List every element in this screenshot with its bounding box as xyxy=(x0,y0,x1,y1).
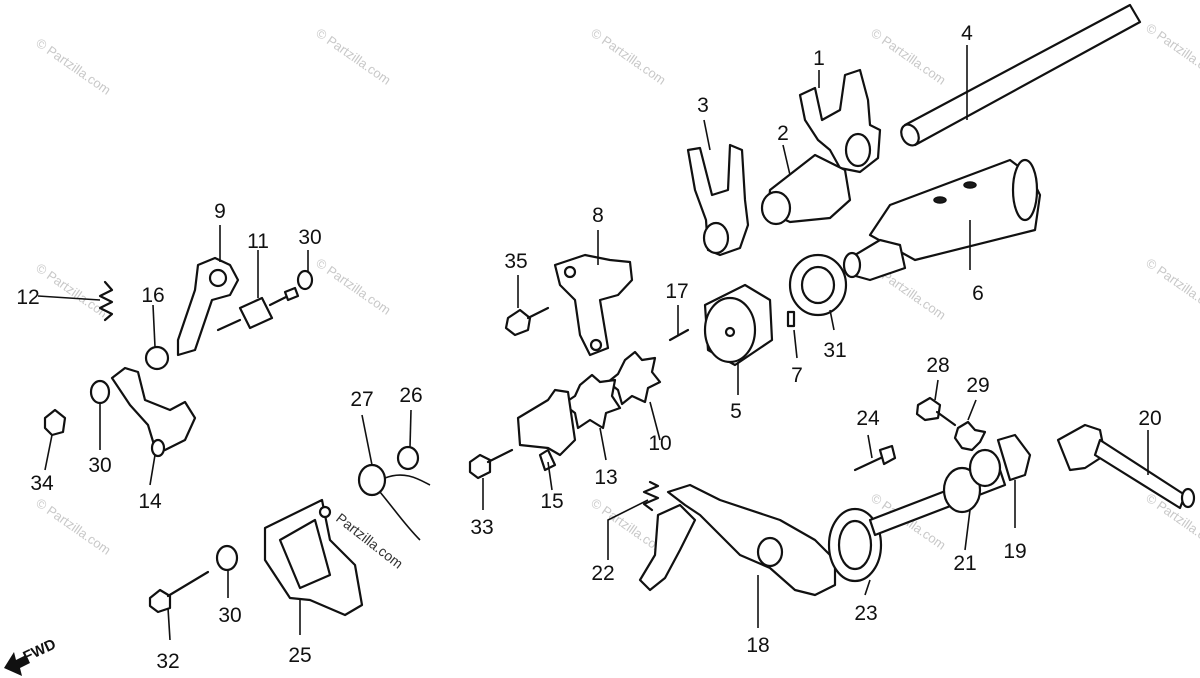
callout-27: 27 xyxy=(350,388,373,411)
part-19-lever xyxy=(968,433,1032,488)
callout-12: 12 xyxy=(16,286,39,309)
part-12-spring xyxy=(98,280,114,322)
part-16-collar xyxy=(144,345,170,371)
callout-25: 25 xyxy=(288,644,311,667)
part-28-bolt xyxy=(915,396,957,427)
callout-10: 10 xyxy=(648,432,671,455)
part-10-star-plate xyxy=(606,350,662,406)
callout-32: 32 xyxy=(156,650,179,673)
callout-30: 30 xyxy=(218,604,241,627)
part-11-adjuster xyxy=(216,286,300,332)
part-17-pin xyxy=(668,328,690,342)
callout-5: 5 xyxy=(730,400,742,423)
callout-3: 3 xyxy=(697,94,709,117)
part-32-bolt xyxy=(148,570,210,614)
part-3-shift-fork xyxy=(686,143,750,257)
part-15-guide-plate xyxy=(516,388,577,472)
part-29-star xyxy=(953,420,987,452)
part-8-stopper-plate xyxy=(553,253,634,357)
callout-22: 22 xyxy=(591,562,614,585)
part-31-bearing xyxy=(788,253,848,317)
part-20-shift-spindle xyxy=(1056,423,1196,510)
callout-20: 20 xyxy=(1138,407,1161,430)
part-23-spring xyxy=(827,507,883,583)
callout-28: 28 xyxy=(926,354,949,377)
callout-4: 4 xyxy=(961,22,973,45)
part-2-shift-fork xyxy=(760,153,852,226)
callout-8: 8 xyxy=(592,204,604,227)
callout-23: 23 xyxy=(854,602,877,625)
part-30-washer xyxy=(215,544,239,572)
part-27-spring xyxy=(357,463,431,541)
part-24-bolt xyxy=(853,444,897,472)
part-7-dowel-pin xyxy=(786,310,796,328)
callout-6: 6 xyxy=(972,282,984,305)
part-34-nut xyxy=(43,408,67,437)
callout-26: 26 xyxy=(399,384,422,407)
part-30-washer xyxy=(89,379,111,405)
callout-2: 2 xyxy=(777,122,789,145)
watermark: © Partzilla.com xyxy=(588,25,668,88)
callout-31: 31 xyxy=(823,339,846,362)
part-22-spring xyxy=(642,480,660,512)
watermark: © Partzilla.com xyxy=(33,35,113,98)
watermark: © Partzilla.com xyxy=(1143,20,1200,83)
watermark: © Partzilla.com xyxy=(868,25,948,88)
callout-33: 33 xyxy=(470,516,493,539)
callout-24: 24 xyxy=(856,407,880,430)
part-18-shift-arm xyxy=(638,483,837,597)
callout-16: 16 xyxy=(141,284,164,307)
callout-17: 17 xyxy=(665,280,688,303)
callout-15: 15 xyxy=(540,490,563,513)
watermark: © Partzilla.com xyxy=(33,495,113,558)
part-5-drum-center xyxy=(703,283,774,367)
callout-29: 29 xyxy=(966,374,989,397)
part-35-bolt xyxy=(504,306,550,337)
fwd-label: FWD xyxy=(21,636,59,666)
part-1-shift-fork xyxy=(798,68,882,174)
fwd-arrow-icon xyxy=(4,652,30,676)
part-25-cover-plate xyxy=(263,498,364,617)
watermark: © Partzilla.com xyxy=(33,260,113,323)
part-33-bolt xyxy=(468,448,514,480)
callout-7: 7 xyxy=(791,364,803,387)
callout-labels: 1 2 3 4 5 6 7 8 9 10 11 12 13 14 15 16 1… xyxy=(16,22,1161,673)
watermark: © Partzilla.com xyxy=(313,25,393,88)
callout-30: 30 xyxy=(298,226,321,249)
fwd-indicator: FWD xyxy=(4,636,59,676)
callout-34: 34 xyxy=(30,472,54,495)
callout-35: 35 xyxy=(504,250,527,273)
part-9-shift-arm xyxy=(176,256,240,357)
part-14-shift-arm xyxy=(110,366,197,458)
callout-11: 11 xyxy=(247,230,269,253)
callout-13: 13 xyxy=(594,466,617,489)
leader-lines xyxy=(37,45,1149,641)
callout-30: 30 xyxy=(88,454,111,477)
callout-21: 21 xyxy=(953,552,976,575)
callout-1: 1 xyxy=(813,47,825,70)
callout-19: 19 xyxy=(1003,540,1026,563)
part-30-washer xyxy=(296,269,314,291)
part-4-shift-fork-shaft xyxy=(900,3,1142,147)
watermark: © Partzilla.com xyxy=(313,255,393,318)
part-6-shift-drum xyxy=(842,158,1042,282)
callout-14: 14 xyxy=(138,490,162,513)
callout-18: 18 xyxy=(746,634,769,657)
watermark: © Partzilla.com xyxy=(1143,255,1200,318)
part-26-collar xyxy=(396,445,420,471)
part-21-collar xyxy=(942,466,982,514)
callout-9: 9 xyxy=(214,200,226,223)
